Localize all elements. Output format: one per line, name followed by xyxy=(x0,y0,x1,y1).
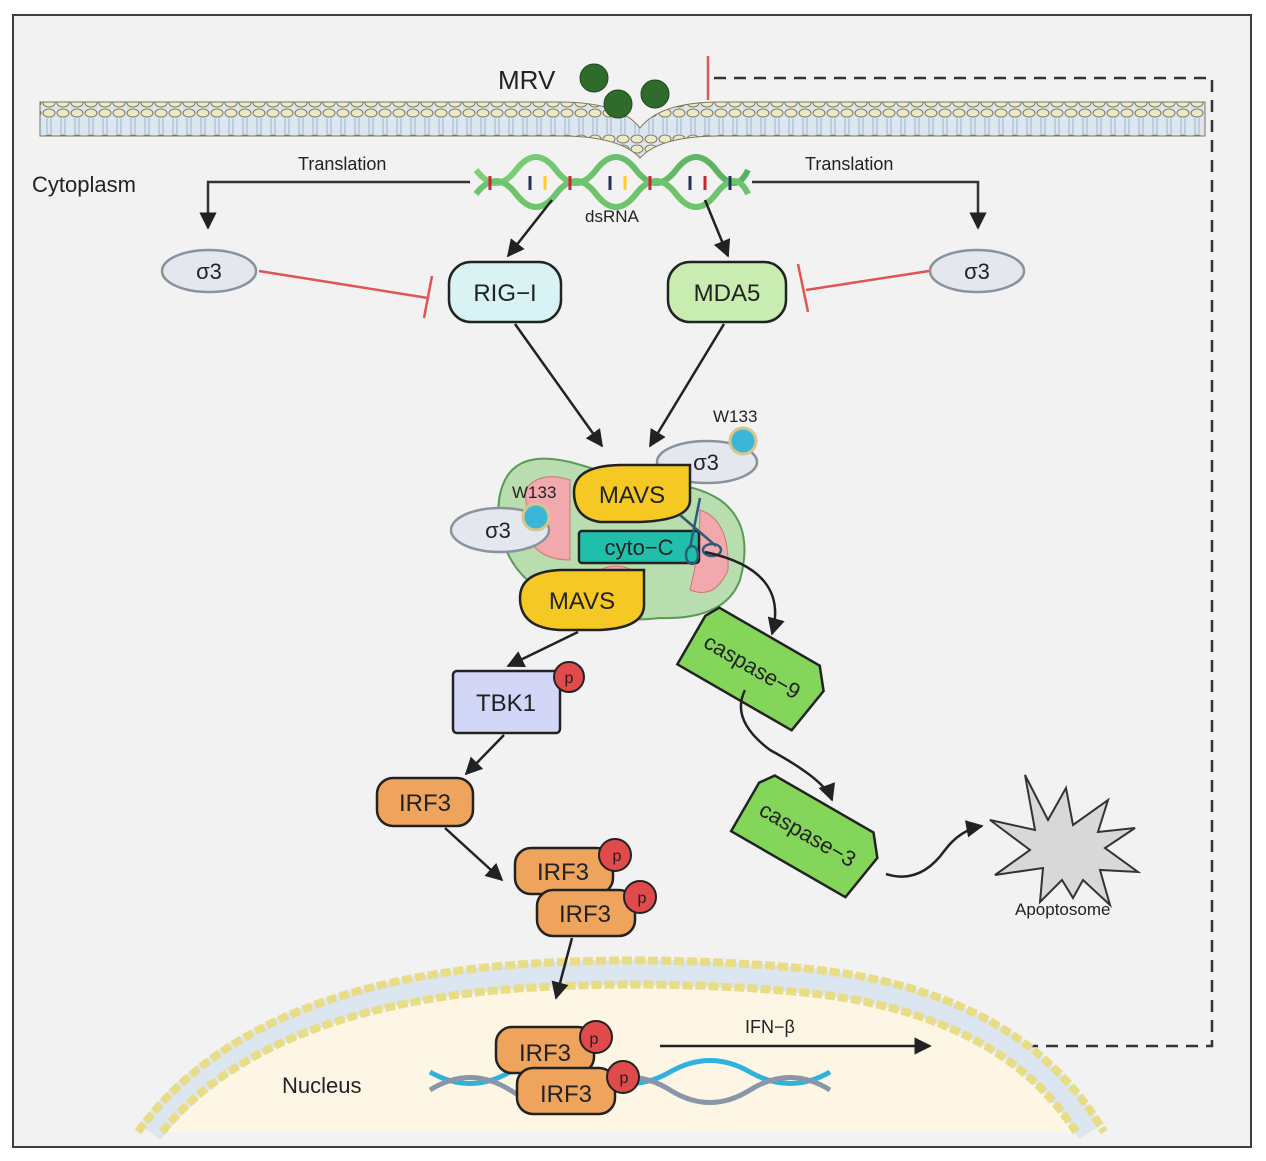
phospho-icon xyxy=(606,1060,640,1094)
svg-text:cyto−C: cyto−C xyxy=(604,535,673,560)
sigma3-right-node: σ3 xyxy=(928,248,1026,294)
svg-text:IRF3: IRF3 xyxy=(399,790,451,817)
svg-text:IRF3: IRF3 xyxy=(537,859,589,886)
sigma3-inhibits-mda5 xyxy=(796,263,930,313)
phospho-icon xyxy=(598,838,632,872)
svg-text:IRF3: IRF3 xyxy=(540,1081,592,1108)
mavs-to-tbk1-arrow xyxy=(506,630,579,668)
caspase9-to-caspase3-arrow xyxy=(739,689,836,802)
svg-text:σ3: σ3 xyxy=(196,259,222,284)
tbk1-node: TBK1 p xyxy=(451,661,585,735)
svg-text:p: p xyxy=(613,848,622,865)
irf3-nuclear-translocation-arrow xyxy=(551,937,574,1000)
w133-top-label: W133 xyxy=(713,407,757,426)
irf3-dimer-nucleus: IRF3 p IRF3 p xyxy=(494,1020,640,1116)
svg-text:MAVS: MAVS xyxy=(549,588,615,615)
dsrna-to-rig-arrow xyxy=(506,199,553,258)
nucleus-label: Nucleus xyxy=(282,1073,361,1098)
sigma3-mito-left-node: σ3 xyxy=(449,502,551,554)
svg-text:IRF3: IRF3 xyxy=(519,1040,571,1067)
cytoplasm-label: Cytoplasm xyxy=(32,172,136,197)
dsrna-label: dsRNA xyxy=(585,207,640,226)
cytoc-to-caspase9-arrow xyxy=(704,550,785,636)
ifn-beta-label: IFN−β xyxy=(745,1017,795,1037)
translation-right-arrow xyxy=(752,180,987,230)
caspase3-node: caspase−3 xyxy=(729,774,879,899)
cyto-c-node: cyto−C xyxy=(577,529,701,565)
caspase3-to-apoptosome-arrow xyxy=(885,820,984,878)
sigma3-left-node: σ3 xyxy=(160,248,258,294)
scissors-cleavage-icon xyxy=(679,497,723,566)
irf3-node: IRF3 xyxy=(375,776,475,828)
translation-left-label: Translation xyxy=(298,154,386,174)
translation-left-arrow xyxy=(199,180,470,230)
apoptosome-label: Apoptosome xyxy=(1015,900,1110,919)
virus-label: MRV xyxy=(498,65,556,95)
w133-left-label: W133 xyxy=(512,483,556,502)
apoptosome-icon xyxy=(989,774,1142,909)
phospho-icon xyxy=(553,661,585,693)
translation-right-label: Translation xyxy=(805,154,893,174)
dsrna-helix-icon xyxy=(473,154,751,210)
phospho-icon xyxy=(623,880,657,914)
svg-text:TBK1: TBK1 xyxy=(476,690,536,717)
ifn-feedback-inhibition xyxy=(706,56,1214,1048)
svg-text:p: p xyxy=(620,1070,629,1087)
svg-text:σ3: σ3 xyxy=(964,259,990,284)
svg-text:IRF3: IRF3 xyxy=(559,901,611,928)
svg-text:σ3: σ3 xyxy=(485,518,511,543)
w133-residue-icon xyxy=(728,426,758,456)
sigma3-inhibits-rig xyxy=(258,269,434,319)
w133-residue-icon xyxy=(521,502,551,532)
tbk1-to-irf3-arrow xyxy=(464,734,505,776)
svg-text:RIG−I: RIG−I xyxy=(473,280,536,307)
svg-text:p: p xyxy=(590,1031,599,1048)
svg-text:p: p xyxy=(638,890,647,907)
svg-text:p: p xyxy=(565,670,574,687)
rig-to-mavs-arrow xyxy=(513,323,604,448)
mavs-top-node: MAVS xyxy=(572,463,692,524)
rig-i-node: RIG−I xyxy=(447,260,563,324)
mda5-to-mavs-arrow xyxy=(648,323,726,448)
svg-text:MDA5: MDA5 xyxy=(694,280,761,307)
mavs-bottom-node: MAVS xyxy=(518,568,646,632)
mda5-node: MDA5 xyxy=(666,260,788,324)
phospho-icon xyxy=(579,1020,613,1054)
irf3-dimerization-arrow xyxy=(444,827,504,882)
irf3-dimer-cytoplasm: IRF3 p IRF3 p xyxy=(513,838,657,938)
dsrna-to-mda5-arrow xyxy=(703,199,731,258)
svg-text:σ3: σ3 xyxy=(693,450,719,475)
caspase9-node: caspase−9 xyxy=(675,606,825,732)
mrv-virus-icon xyxy=(579,63,670,119)
nuclear-envelope xyxy=(134,956,1108,1140)
svg-text:MAVS: MAVS xyxy=(599,482,665,509)
